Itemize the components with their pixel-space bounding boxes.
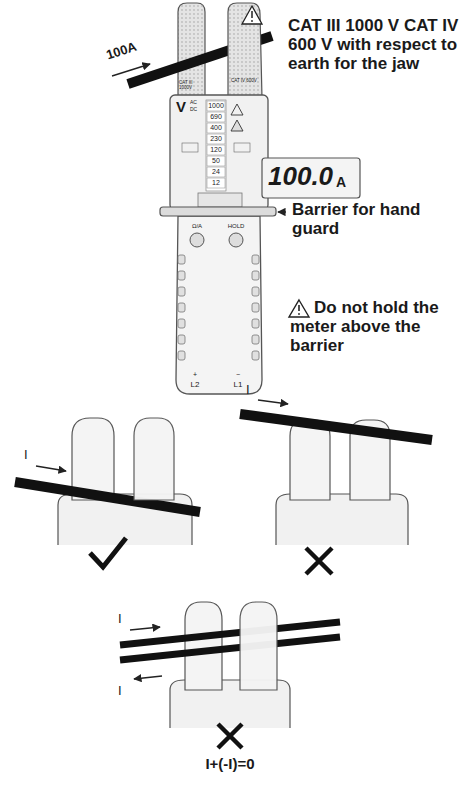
current-label: I [118,684,122,699]
drawing-path [134,418,174,500]
display-reading: 100.0 [268,162,333,191]
drawing-rect [178,303,185,312]
drawing-path [176,216,262,394]
voltage-led: 690 [210,113,222,121]
drawing-rect [207,167,225,177]
drawing-rect [252,351,259,360]
drawing-rect [178,271,185,280]
drawing-line [130,627,160,630]
drawing-path [218,724,242,748]
drawing-rect [182,143,198,152]
drawing-rect [252,303,259,312]
drawing-rect [207,145,225,155]
drawing-line [240,414,432,440]
voltage-led: 50 [212,157,220,165]
drawing-circle [251,20,253,22]
equation-label: I+(-I)=0 [205,756,254,773]
drawing-path [306,548,332,574]
drawing-line [36,466,66,471]
voltage-led: 400 [210,124,222,132]
drawing-circle [229,233,243,247]
button-label: Ω/A [192,223,202,230]
drawing-circle [298,313,300,315]
drawing-path [289,300,309,317]
voltage-led: 1000 [208,102,224,110]
drawing-rect [178,255,185,264]
drawing-rect [252,287,259,296]
drawing-rect [207,156,225,166]
voltage-led: 230 [210,135,222,143]
drawing-path [90,538,126,567]
range-label: DC [190,107,197,113]
drawing-g [178,255,259,360]
current-label: 100A [105,40,139,63]
drawing-path [185,602,222,690]
drawing-rect [170,95,268,210]
drawing-line [120,637,340,660]
drawing-rect [160,207,276,216]
drawing-path [178,3,205,98]
drawing-rect [198,193,242,207]
drawing-path [276,494,408,545]
drawing-rect [207,112,225,122]
jaw-marking: CAT IV 600V [231,78,259,83]
drawing-g [207,101,225,188]
drawing-rect [207,123,225,133]
drawing-path [290,420,330,500]
drawing-rect [178,351,185,360]
drawing-line [278,211,286,212]
drawing-path [231,104,243,115]
drawing-line [258,400,288,404]
drawing-rect [207,134,225,144]
polarity-mark: + [193,371,197,379]
voltage-led: 24 [212,168,220,176]
drawing-path [231,120,243,131]
drawing-path [228,3,262,98]
drawing-path [240,602,277,690]
polarity-mark: − [236,371,240,379]
drawing-rect [252,319,259,328]
drawing-line [298,305,300,311]
display-unit: A [336,175,346,191]
range-label: AC [190,100,197,106]
drawing-rect [207,178,225,188]
drawing-rect [262,158,360,198]
drawing-line [134,676,162,679]
drawing-line [112,64,150,76]
drawing-circle [190,233,204,247]
current-label: I [118,612,122,627]
drawing-rect [207,101,225,111]
drawing-rect [178,287,185,296]
drawing-rect [252,335,259,344]
drawing-rect [178,335,185,344]
voltage-led: 120 [210,146,222,154]
range-label: V [176,99,186,116]
jaw-marking: CAT III 1000V [179,80,205,90]
voltage-led: 12 [212,179,220,187]
barrier-note: Barrier for hand guard [292,200,452,238]
jaw-rating-note: CAT III 1000 V CAT IV 600 V with respect… [288,16,464,73]
drawing-rect [178,319,185,328]
button-label: HOLD [228,223,245,230]
drawing-rect [252,271,259,280]
drawing-path [242,6,262,24]
drawing-rect [206,100,226,191]
drawing-line [251,11,253,18]
current-label: I [24,448,28,463]
probe-label: L1 [234,381,243,390]
drawing-rect [252,255,259,264]
drawing-rect [234,143,250,152]
warning-note: Do not hold the meter above the barrier [290,298,462,355]
probe-label: L2 [191,381,200,390]
current-label: I [246,383,250,398]
